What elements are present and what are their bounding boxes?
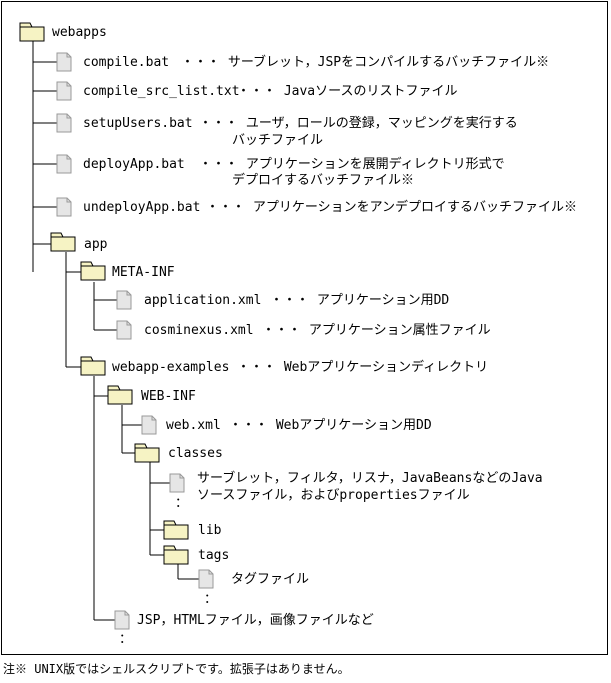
folder-label-meta-inf: META-INF (112, 265, 175, 280)
folder-icon (80, 356, 106, 376)
file-desc-setup-users-line2: バッチファイル (232, 133, 324, 148)
footnote: 注※ UNIX版ではシェルスクリプトです。拡張子はありません。 (3, 662, 350, 676)
classes-desc-line1: サーブレット，フィルタ，リスナ，JavaBeansなどのJava (197, 471, 543, 486)
folder-icon (163, 520, 189, 540)
classes-desc-line2: ソースファイル，およびpropertiesファイル (197, 488, 470, 503)
file-desc-deploy-app-line1: ・・・ アプリケーションを展開ディレクトリ形式で (199, 157, 505, 172)
file-name-cosminexus-xml: cosminexus.xml (144, 323, 254, 338)
file-desc-deploy-app-line2: デプロイするバッチファイル※ (232, 173, 415, 188)
file-icon (116, 290, 132, 310)
file-desc-application-xml: ・・・ アプリケーション用DD (270, 293, 450, 308)
file-icon (141, 415, 157, 435)
folder-icon (107, 385, 133, 405)
file-name-web-xml: web.xml (166, 418, 221, 433)
file-name-application-xml: application.xml (144, 293, 262, 308)
folder-icon (134, 443, 160, 463)
folder-icon (80, 261, 106, 281)
file-icon (114, 610, 130, 630)
file-desc-web-xml: ・・・ Webアプリケーション用DD (229, 418, 432, 433)
folder-icon (50, 232, 76, 252)
file-icon (56, 52, 72, 72)
file-icon (56, 154, 72, 174)
file-name-setup-users: setupUsers.bat (83, 116, 193, 131)
tree-connectors (32, 40, 199, 621)
file-desc-compile-bat: ・・・ サーブレット，JSPをコンパイルするバッチファイル※ (181, 55, 550, 70)
file-icon (56, 81, 72, 101)
ellipsis-jsp: ： (119, 632, 133, 647)
folder-desc-webapp-examples: ・・・ Webアプリケーションディレクトリ (237, 360, 489, 375)
ellipsis-classes: ： (175, 496, 189, 511)
tags-desc: タグファイル (231, 572, 310, 587)
file-desc-compile-src-list: ・・・ Javaソースのリストファイル (237, 84, 458, 99)
file-name-deploy-app: deployApp.bat (83, 157, 185, 172)
file-name-undeploy-app: undeployApp.bat (83, 200, 201, 215)
folder-label-lib: lib (198, 523, 222, 538)
folder-label-webapp-examples: webapp-examples (112, 360, 230, 375)
folder-label-classes: classes (168, 446, 223, 461)
file-name-compile-bat: compile.bat (83, 55, 170, 70)
file-icon (56, 113, 72, 133)
folder-label-app: app (84, 237, 108, 252)
folder-label-tags: tags (198, 548, 230, 563)
file-icon (169, 473, 185, 493)
folder-label-web-inf: WEB-INF (141, 389, 196, 404)
file-desc-undeploy-app: ・・・ アプリケーションをアンデプロイするバッチファイル※ (206, 200, 578, 215)
folder-label-webapps: webapps (52, 25, 107, 40)
jsp-desc: JSP，HTMLファイル，画像ファイルなど (137, 613, 374, 628)
folder-icon (19, 22, 45, 42)
folder-icon (163, 545, 189, 565)
file-desc-cosminexus-xml: ・・・ アプリケーション属性ファイル (262, 323, 491, 338)
file-icon (116, 320, 132, 340)
file-icon (56, 197, 72, 217)
ellipsis-tags: ： (204, 592, 218, 607)
directory-tree-diagram (19, 22, 214, 630)
diagram-frame (1, 1, 608, 655)
file-name-compile-src-list: compile_src_list.txt (83, 84, 240, 99)
file-desc-setup-users-line1: ・・・ ユーザ，ロールの登録，マッピングを実行する (199, 116, 518, 131)
file-icon (198, 569, 214, 589)
